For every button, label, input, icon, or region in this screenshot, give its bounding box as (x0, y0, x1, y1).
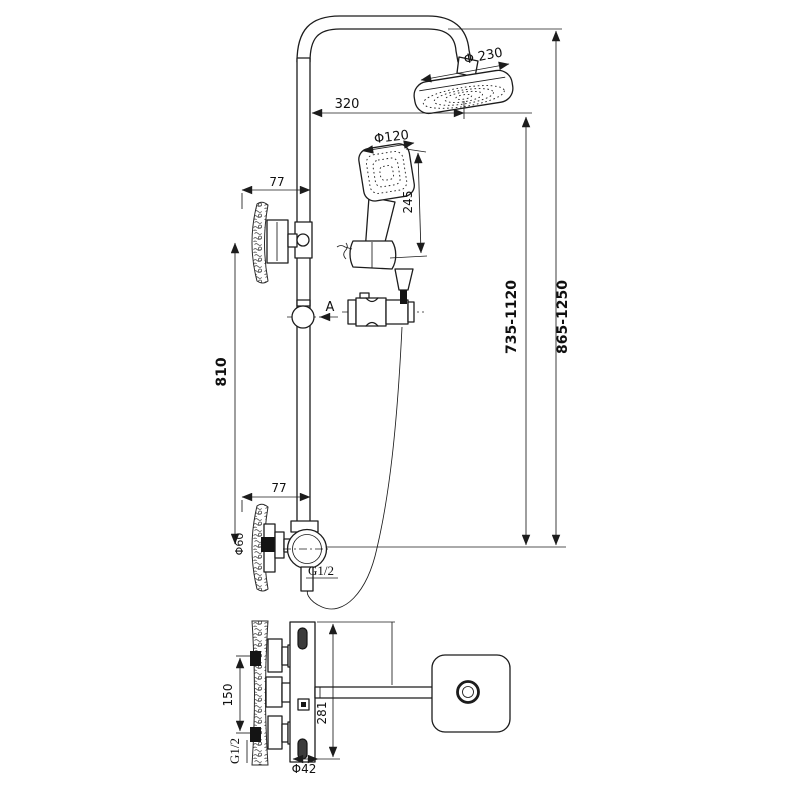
diverter-knob (394, 268, 414, 291)
valve-nut (261, 537, 275, 552)
spray-face-dots (422, 85, 505, 109)
gooseneck-arm (296, 15, 472, 63)
dim-hand-diameter: Φ120 (362, 128, 415, 154)
dim-label-overall-range: 865-1250 (555, 280, 571, 354)
dim-label-outlet-thread: G1/2 (308, 563, 334, 578)
valve-outlet (300, 566, 314, 592)
wall-texture-upper (251, 201, 269, 284)
bracket-stem (287, 233, 298, 248)
dim-label-rail-centers: 810 (214, 357, 230, 386)
slider-body (355, 297, 387, 327)
dim-label-hand-length: 245 (401, 191, 415, 214)
label-inlet-thread: G1/2 (227, 738, 248, 764)
lower-wall-valve (251, 503, 331, 592)
dim-label-inlet-thread: G1/2 (227, 738, 242, 764)
dim-label-hand-diameter: Φ120 (373, 128, 410, 147)
dim-head-diameter: Φ 230 (420, 45, 510, 83)
dim-lower-offset: 77 (241, 481, 311, 512)
inlet-nut-bottom (250, 727, 261, 742)
dim-label-head-diameter: Φ 230 (463, 45, 504, 67)
holder-break-line (343, 242, 348, 260)
dim-label-riser-range: 735-1120 (504, 280, 520, 354)
dim-overall-range: 865-1250 (322, 28, 571, 548)
thermostatic-mixer (250, 620, 511, 766)
mixer-slot-top (297, 627, 308, 650)
dim-hand-length: 245 (389, 148, 428, 259)
rail-slider-knob (287, 299, 322, 329)
upper-wall-bracket (251, 201, 313, 284)
dim-label-escutcheon: Φ60 (233, 533, 246, 556)
dim-label-head-reach: 320 (335, 97, 360, 112)
shower-hose (306, 326, 403, 610)
label-outlet-thread: G1/2 (306, 563, 338, 579)
slider-detail-view (342, 268, 424, 327)
dim-label-mixer-height: 281 (315, 702, 329, 725)
plate-hub (456, 680, 480, 704)
dim-label-mixer-diameter: Φ42 (292, 762, 317, 776)
hand-shower-holder (349, 240, 397, 270)
riser-rail (296, 57, 311, 523)
dim-upper-offset: 77 (241, 175, 311, 209)
dim-mixer-height: 281 (315, 621, 395, 758)
hand-shower (336, 143, 415, 270)
mixer-slot-bottom (297, 738, 308, 760)
dim-label-upper-offset: 77 (269, 175, 284, 189)
dim-head-reach: 320 (311, 97, 532, 119)
slider-lock-knob (291, 305, 315, 329)
dim-rail-centers: 810 (214, 242, 240, 545)
dim-mixer-diameter: Φ42 (292, 754, 340, 776)
bracket-flange (266, 219, 289, 264)
dim-riser-range: 735-1120 (504, 116, 531, 546)
bracket-ball-joint (296, 233, 310, 247)
inlet-nut-top (250, 651, 261, 666)
dim-label-lower-offset: 77 (271, 481, 286, 495)
dim-inlet-spacing: 150 (221, 655, 250, 734)
dim-label-inlet-spacing: 150 (221, 684, 235, 707)
detail-marker-a: A (319, 300, 338, 322)
holder-hook (336, 245, 353, 250)
detail-label-a: A (326, 300, 335, 315)
